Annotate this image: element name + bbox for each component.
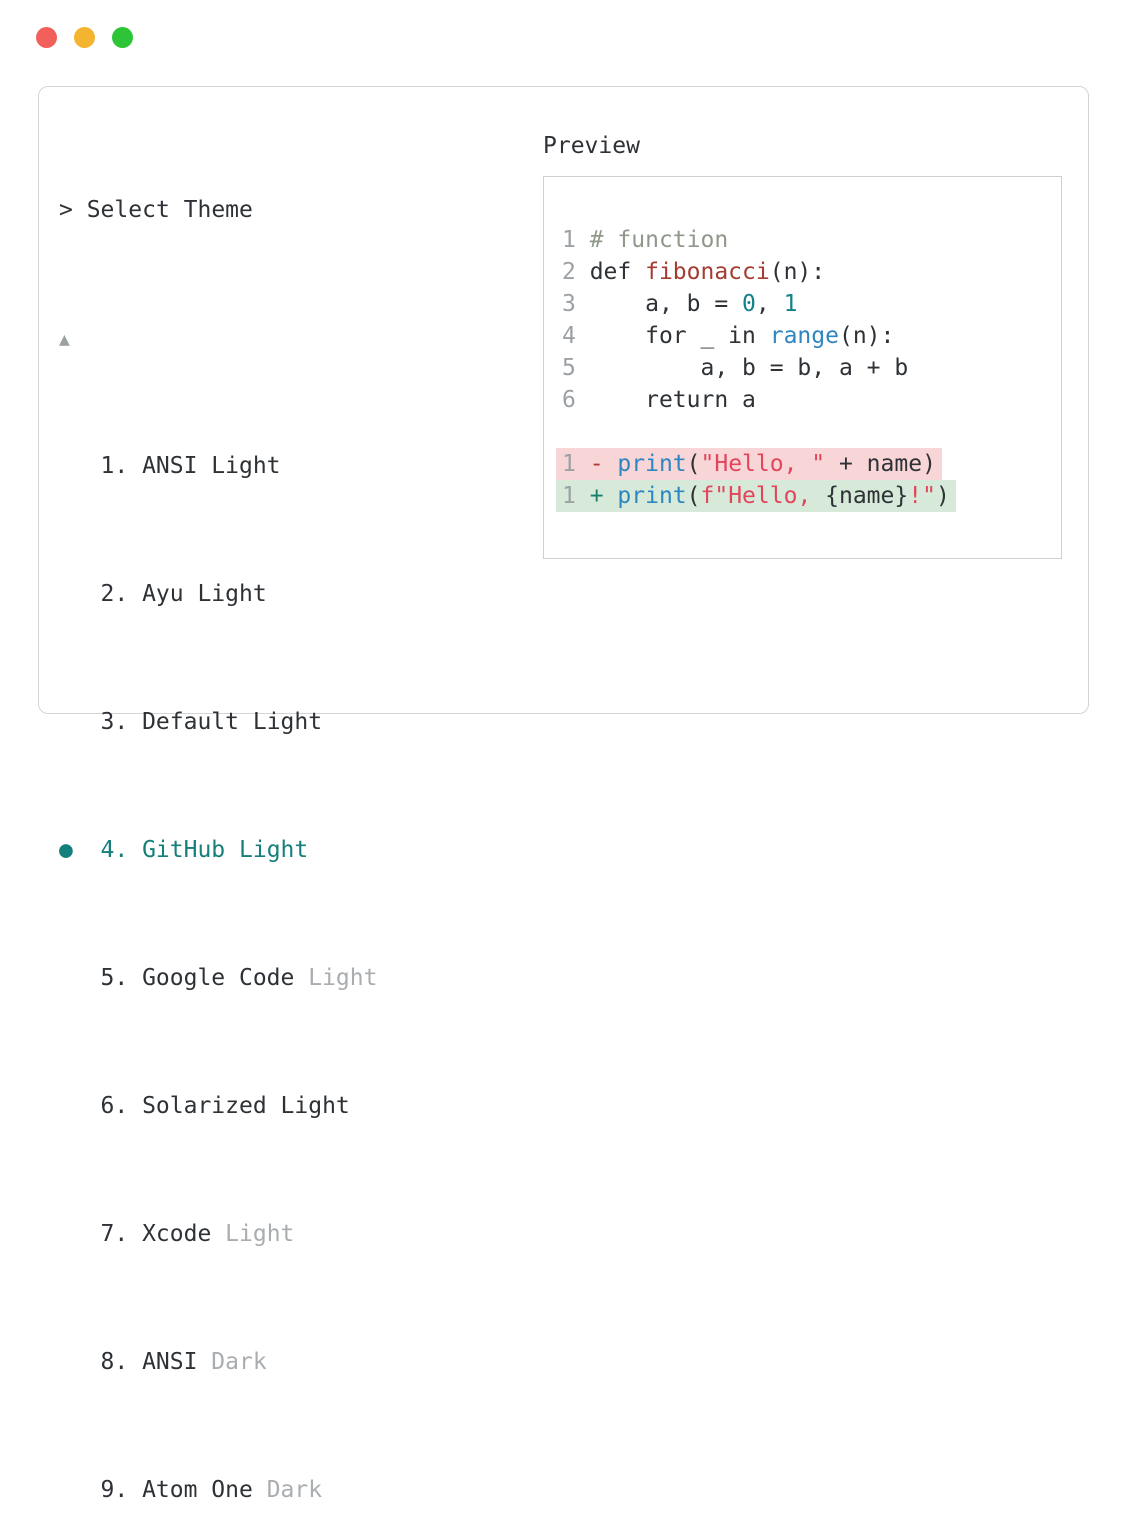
theme-item-ansi-dark[interactable]: 8. ANSI Dark bbox=[59, 1346, 860, 1378]
minimize-button[interactable] bbox=[74, 27, 95, 48]
prompt-caret-icon: > bbox=[59, 197, 73, 223]
diff-added-line: 1 + print(f"Hello, {name}!") bbox=[556, 480, 1061, 512]
code-token: 1 bbox=[783, 291, 798, 317]
line-number: 2 bbox=[562, 259, 576, 285]
code-line: 3 a, b = 0, 1 bbox=[562, 288, 1061, 320]
item-variant: Light bbox=[211, 453, 281, 479]
code-token: # function bbox=[589, 227, 729, 253]
code-token: print bbox=[617, 451, 687, 477]
diff-plus-sign: + bbox=[589, 483, 604, 509]
item-number: 3. bbox=[100, 709, 129, 735]
item-name: Solarized bbox=[142, 1093, 267, 1119]
item-name: GitHub bbox=[142, 837, 226, 863]
line-number: 5 bbox=[562, 355, 576, 381]
line-number: 1 bbox=[562, 227, 576, 253]
code-token: ( bbox=[686, 483, 701, 509]
theme-item-solarized-light[interactable]: 6. Solarized Light bbox=[59, 1090, 860, 1122]
blank-line bbox=[562, 416, 1061, 448]
code-line: 1 # function bbox=[562, 224, 1061, 256]
item-variant: Dark bbox=[211, 1349, 267, 1375]
line-number: 6 bbox=[562, 387, 576, 413]
item-name: ANSI bbox=[142, 453, 198, 479]
theme-item-default-light[interactable]: 3. Default Light bbox=[59, 706, 860, 738]
code-token: {name} bbox=[825, 483, 909, 509]
dialog-title: Select Theme bbox=[86, 197, 253, 223]
item-variant: Light bbox=[280, 1093, 350, 1119]
item-variant: Light bbox=[252, 709, 323, 735]
item-name: Xcode bbox=[142, 1221, 212, 1247]
scroll-up-indicator[interactable]: ▲ bbox=[59, 322, 860, 354]
item-name: Google Code bbox=[142, 965, 295, 991]
code-token: a, b = bbox=[589, 291, 743, 317]
code-line: 4 for _ in range(n): bbox=[562, 320, 1061, 352]
item-number: 1. bbox=[100, 453, 129, 479]
window-controls bbox=[36, 27, 133, 48]
code-token: fibonacci bbox=[645, 259, 770, 285]
theme-item-google-code-light[interactable]: 5. Google Code Light bbox=[59, 962, 860, 994]
code-token: (n): bbox=[769, 259, 826, 285]
item-number: 7. bbox=[100, 1221, 129, 1247]
code-line: 2 def fibonacci(n): bbox=[562, 256, 1061, 288]
item-number: 5. bbox=[100, 965, 129, 991]
item-name: Default bbox=[142, 709, 239, 735]
code-token: 0 bbox=[742, 291, 756, 317]
item-variant: Dark bbox=[266, 1477, 323, 1503]
item-number: 4. bbox=[100, 837, 129, 863]
code-token: ) bbox=[935, 483, 950, 509]
item-name: Ayu bbox=[142, 581, 184, 607]
code-token: a, b = b, a + b bbox=[589, 355, 909, 381]
code-token: def bbox=[589, 259, 646, 285]
zoom-button[interactable] bbox=[112, 27, 133, 48]
item-variant: Light bbox=[225, 1221, 295, 1247]
code-token: (n): bbox=[838, 323, 895, 349]
code-token: !" bbox=[908, 483, 936, 509]
diff-minus-sign: - bbox=[589, 451, 604, 477]
close-button[interactable] bbox=[36, 27, 57, 48]
preview-label: Preview bbox=[543, 133, 640, 159]
code-token: for _ in bbox=[589, 323, 770, 349]
line-number: 1 bbox=[562, 451, 576, 477]
line-number: 1 bbox=[562, 483, 576, 509]
line-number: 4 bbox=[562, 323, 576, 349]
code-token: + name) bbox=[825, 451, 936, 477]
code-token: f"Hello, bbox=[700, 483, 826, 509]
item-variant: Light bbox=[239, 837, 309, 863]
prompt-row: > Select Theme bbox=[59, 194, 860, 226]
code-token: ( bbox=[686, 451, 701, 477]
selected-bullet-icon: ● bbox=[59, 837, 73, 863]
theme-item-xcode-light[interactable]: 7. Xcode Light bbox=[59, 1218, 860, 1250]
item-number: 9. bbox=[100, 1477, 129, 1503]
item-number: 6. bbox=[100, 1093, 129, 1119]
item-number: 2. bbox=[100, 581, 129, 607]
item-name: ANSI bbox=[142, 1349, 198, 1375]
code-token: , bbox=[755, 291, 784, 317]
theme-item-ayu-light[interactable]: 2. Ayu Light bbox=[59, 578, 860, 610]
code-line: 5 a, b = b, a + b bbox=[562, 352, 1061, 384]
theme-item-ansi-light[interactable]: 1. ANSI Light bbox=[59, 450, 860, 482]
code-token: "Hello, " bbox=[700, 451, 826, 477]
code-token: range bbox=[769, 323, 839, 349]
code-line: 6 return a bbox=[562, 384, 1061, 416]
item-variant: Light bbox=[308, 965, 378, 991]
code-token: print bbox=[617, 483, 687, 509]
line-number: 3 bbox=[562, 291, 576, 317]
triangle-up-icon: ▲ bbox=[59, 329, 70, 350]
item-variant: Light bbox=[197, 581, 267, 607]
theme-item-atom-one-dark[interactable]: 9. Atom One Dark bbox=[59, 1474, 860, 1506]
item-number: 8. bbox=[100, 1349, 129, 1375]
theme-item-github-light[interactable]: ● 4. GitHub Light bbox=[59, 834, 860, 866]
item-name: Atom One bbox=[142, 1477, 253, 1503]
diff-removed-line: 1-print("Hello, " + name) bbox=[556, 448, 1061, 480]
code-token: return a bbox=[589, 387, 756, 413]
